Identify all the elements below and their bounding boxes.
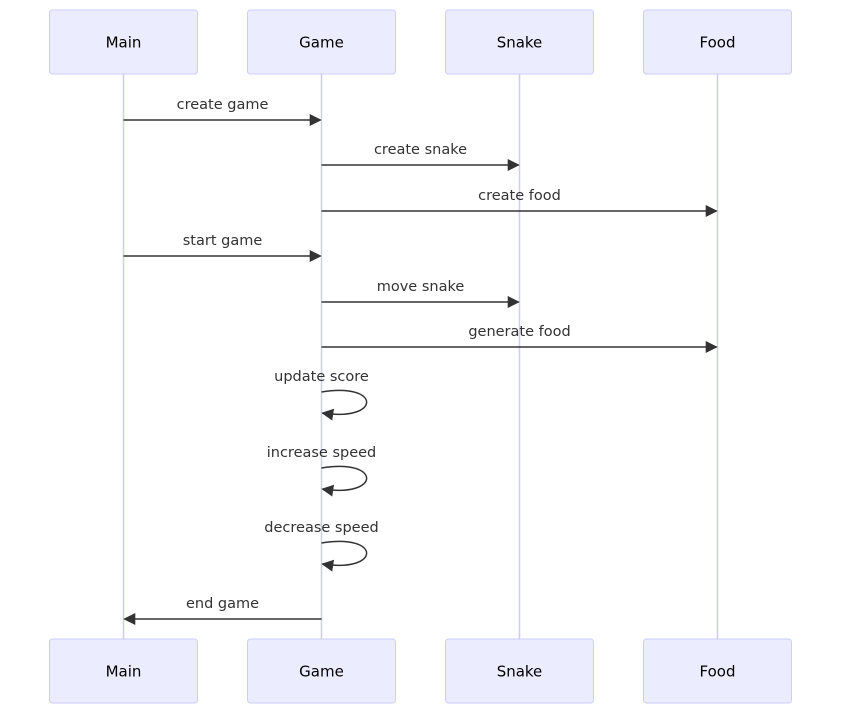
message-label: create snake <box>374 142 467 158</box>
actor-box <box>247 638 396 704</box>
actor-bottom-food: Food <box>643 638 792 704</box>
actor-label: Snake <box>497 34 543 52</box>
message-label: move snake <box>377 279 465 295</box>
actor-top-snake: Snake <box>445 9 594 75</box>
message-7: increase speed <box>267 445 377 497</box>
actor-top-food: Food <box>643 9 792 75</box>
message-label: start game <box>183 233 263 249</box>
message-3: start game <box>123 233 322 262</box>
actor-label: Food <box>700 34 736 52</box>
actor-box <box>445 9 594 75</box>
message-arrow <box>321 540 368 572</box>
actor-label: Main <box>106 663 142 681</box>
actor-box <box>643 638 792 704</box>
actor-box <box>49 638 198 704</box>
message-label: create game <box>177 97 269 113</box>
actor-box <box>247 9 396 75</box>
message-2: create food <box>321 188 718 217</box>
message-label: end game <box>186 596 259 612</box>
message-5: generate food <box>321 324 718 353</box>
actor-label: Main <box>106 34 142 52</box>
actor-bottom-main: Main <box>49 638 198 704</box>
message-label: generate food <box>468 324 570 340</box>
message-0: create game <box>123 97 322 126</box>
actor-bottom-snake: Snake <box>445 638 594 704</box>
actor-label: Snake <box>497 663 543 681</box>
message-4: move snake <box>321 279 520 308</box>
actor-bottom-game: Game <box>247 638 396 704</box>
actor-top-game: Game <box>247 9 396 75</box>
actor-box <box>49 9 198 75</box>
actor-label: Game <box>299 34 344 52</box>
message-label: increase speed <box>267 445 377 461</box>
message-label: decrease speed <box>264 520 378 536</box>
message-arrow <box>321 465 368 497</box>
actor-box <box>445 638 594 704</box>
message-arrow <box>321 389 368 421</box>
message-label: create food <box>478 188 561 204</box>
actor-box <box>643 9 792 75</box>
actor-top-main: Main <box>49 9 198 75</box>
message-1: create snake <box>321 142 520 171</box>
message-9: end game <box>123 596 322 625</box>
message-6: update score <box>274 369 369 421</box>
actor-label: Food <box>700 663 736 681</box>
message-8: decrease speed <box>264 520 379 572</box>
message-label: update score <box>274 369 369 385</box>
actor-label: Game <box>299 663 344 681</box>
